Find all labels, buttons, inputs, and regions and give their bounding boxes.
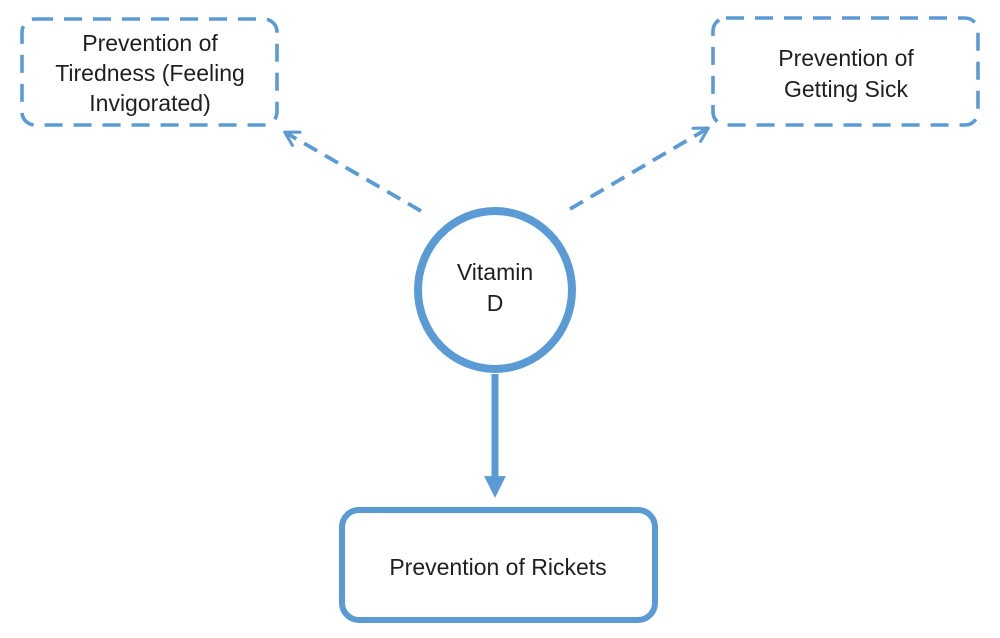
connector-vitamind-to-gettingsick: [569, 126, 710, 211]
node-vitamin-d-label-line1: Vitamin: [457, 259, 533, 285]
node-rickets-label: Prevention of Rickets: [389, 554, 606, 580]
node-rickets-box: [339, 507, 658, 623]
node-tiredness: Prevention of Tiredness (Feeling Invigor…: [20, 17, 279, 127]
connector-vitamind-to-tiredness: [283, 130, 422, 213]
node-getting-sick-box: [711, 16, 980, 127]
node-tiredness-label-line3: Invigorated): [89, 90, 210, 116]
node-vitamin-d: Vitamin D: [414, 207, 576, 373]
node-getting-sick: Prevention of Getting Sick: [711, 16, 980, 127]
node-getting-sick-label-line1: Prevention of: [778, 45, 914, 71]
node-tiredness-label-line2: Tiredness (Feeling: [55, 60, 245, 86]
node-tiredness-box: [20, 17, 279, 127]
node-tiredness-label-line1: Prevention of: [82, 30, 218, 56]
node-getting-sick-label-line2: Getting Sick: [784, 76, 908, 102]
node-vitamin-d-circle: [414, 207, 576, 373]
node-rickets: Prevention of Rickets: [339, 507, 658, 623]
node-vitamin-d-label-line2: D: [487, 290, 504, 316]
